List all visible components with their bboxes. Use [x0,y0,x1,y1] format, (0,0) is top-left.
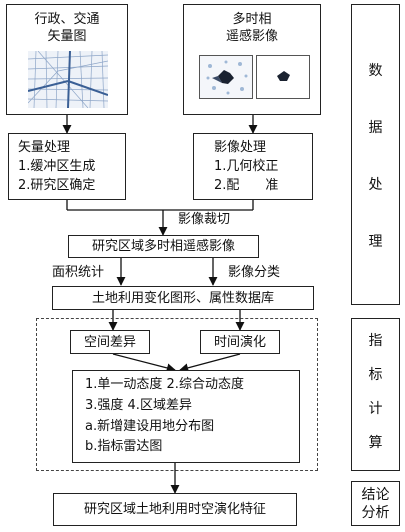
side-char: 标 [368,367,383,383]
side-line: 分析 [361,505,390,521]
indicator-section [36,318,318,471]
vector-map-thumbnail [28,51,108,108]
vector-source-line2: 矢量图 [47,29,87,44]
indicator-line-2: 3.强度 4.区域差异 [85,398,192,413]
side-line: 结论 [361,487,390,503]
side-char: 理 [368,234,383,250]
temporal-evolution-box: 时间演化 [200,330,280,354]
study-area-images-box: 研究区域多时相遥感影像 [68,235,259,258]
side-char: 处 [368,177,383,193]
side-label-indicator-calculation: 指 标 计 算 [351,318,400,471]
image-source-line2: 遥感影像 [225,29,278,44]
spatial-difference-label: 空间差异 [83,335,136,350]
vector-processing-step-1: 1.缓冲区生成 [18,159,96,174]
side-char: 计 [368,401,383,417]
spatial-difference-box: 空间差异 [70,330,150,354]
image-processing-step-2: 2.配 准 [214,178,279,193]
image-processing-step-1: 1.几何校正 [214,159,279,174]
result-label: 研究区域土地利用时空演化特征 [83,502,266,517]
remote-sensing-thumbnail-1 [199,55,253,99]
side-char: 据 [368,120,383,136]
side-char: 指 [368,333,383,349]
edge-label-clip: 影像裁切 [178,212,231,227]
vector-processing-step-2: 2.研究区确定 [18,178,96,193]
side-char: 数 [368,63,383,79]
image-processing-box: 影像处理 1.几何校正 2.配 准 [193,133,313,200]
vector-processing-title: 矢量处理 [18,140,71,155]
side-char: 算 [368,435,383,451]
database-box: 土地利用变化图形、属性数据库 [52,286,314,310]
indicator-line-3: a.新增建设用地分布图 [85,419,215,434]
side-label-data-processing: 数 据 处 理 [351,4,400,305]
database-label: 土地利用变化图形、属性数据库 [91,291,274,306]
vector-source-line1: 行政、交通 [34,12,100,27]
arrow-temporal-to-indicators [179,353,241,373]
side-label-conclusion-analysis: 结论 分析 [351,481,400,526]
image-source-line1: 多时相 [232,12,272,27]
temporal-evolution-label: 时间演化 [213,335,266,350]
edge-label-classification: 影像分类 [228,265,281,280]
indicator-line-4: b.指标雷达图 [85,439,163,454]
vector-processing-box: 矢量处理 1.缓冲区生成 2.研究区确定 [8,133,126,200]
indicators-box: 1.单一动态度 2.综合动态度 3.强度 4.区域差异 a.新增建设用地分布图 … [72,370,300,463]
arrow-spatial-to-indicators [112,353,176,373]
remote-sensing-thumbnail-2 [256,55,310,99]
indicator-line-1: 1.单一动态度 2.综合动态度 [85,377,244,392]
image-processing-title: 影像处理 [214,140,267,155]
study-area-images-label: 研究区域多时相遥感影像 [91,239,235,254]
result-box: 研究区域土地利用时空演化特征 [53,493,297,526]
edge-label-area-stats: 面积统计 [52,265,105,280]
image-source-box: 多时相 遥感影像 [183,4,321,115]
vector-source-box: 行政、交通 矢量图 [6,4,128,115]
